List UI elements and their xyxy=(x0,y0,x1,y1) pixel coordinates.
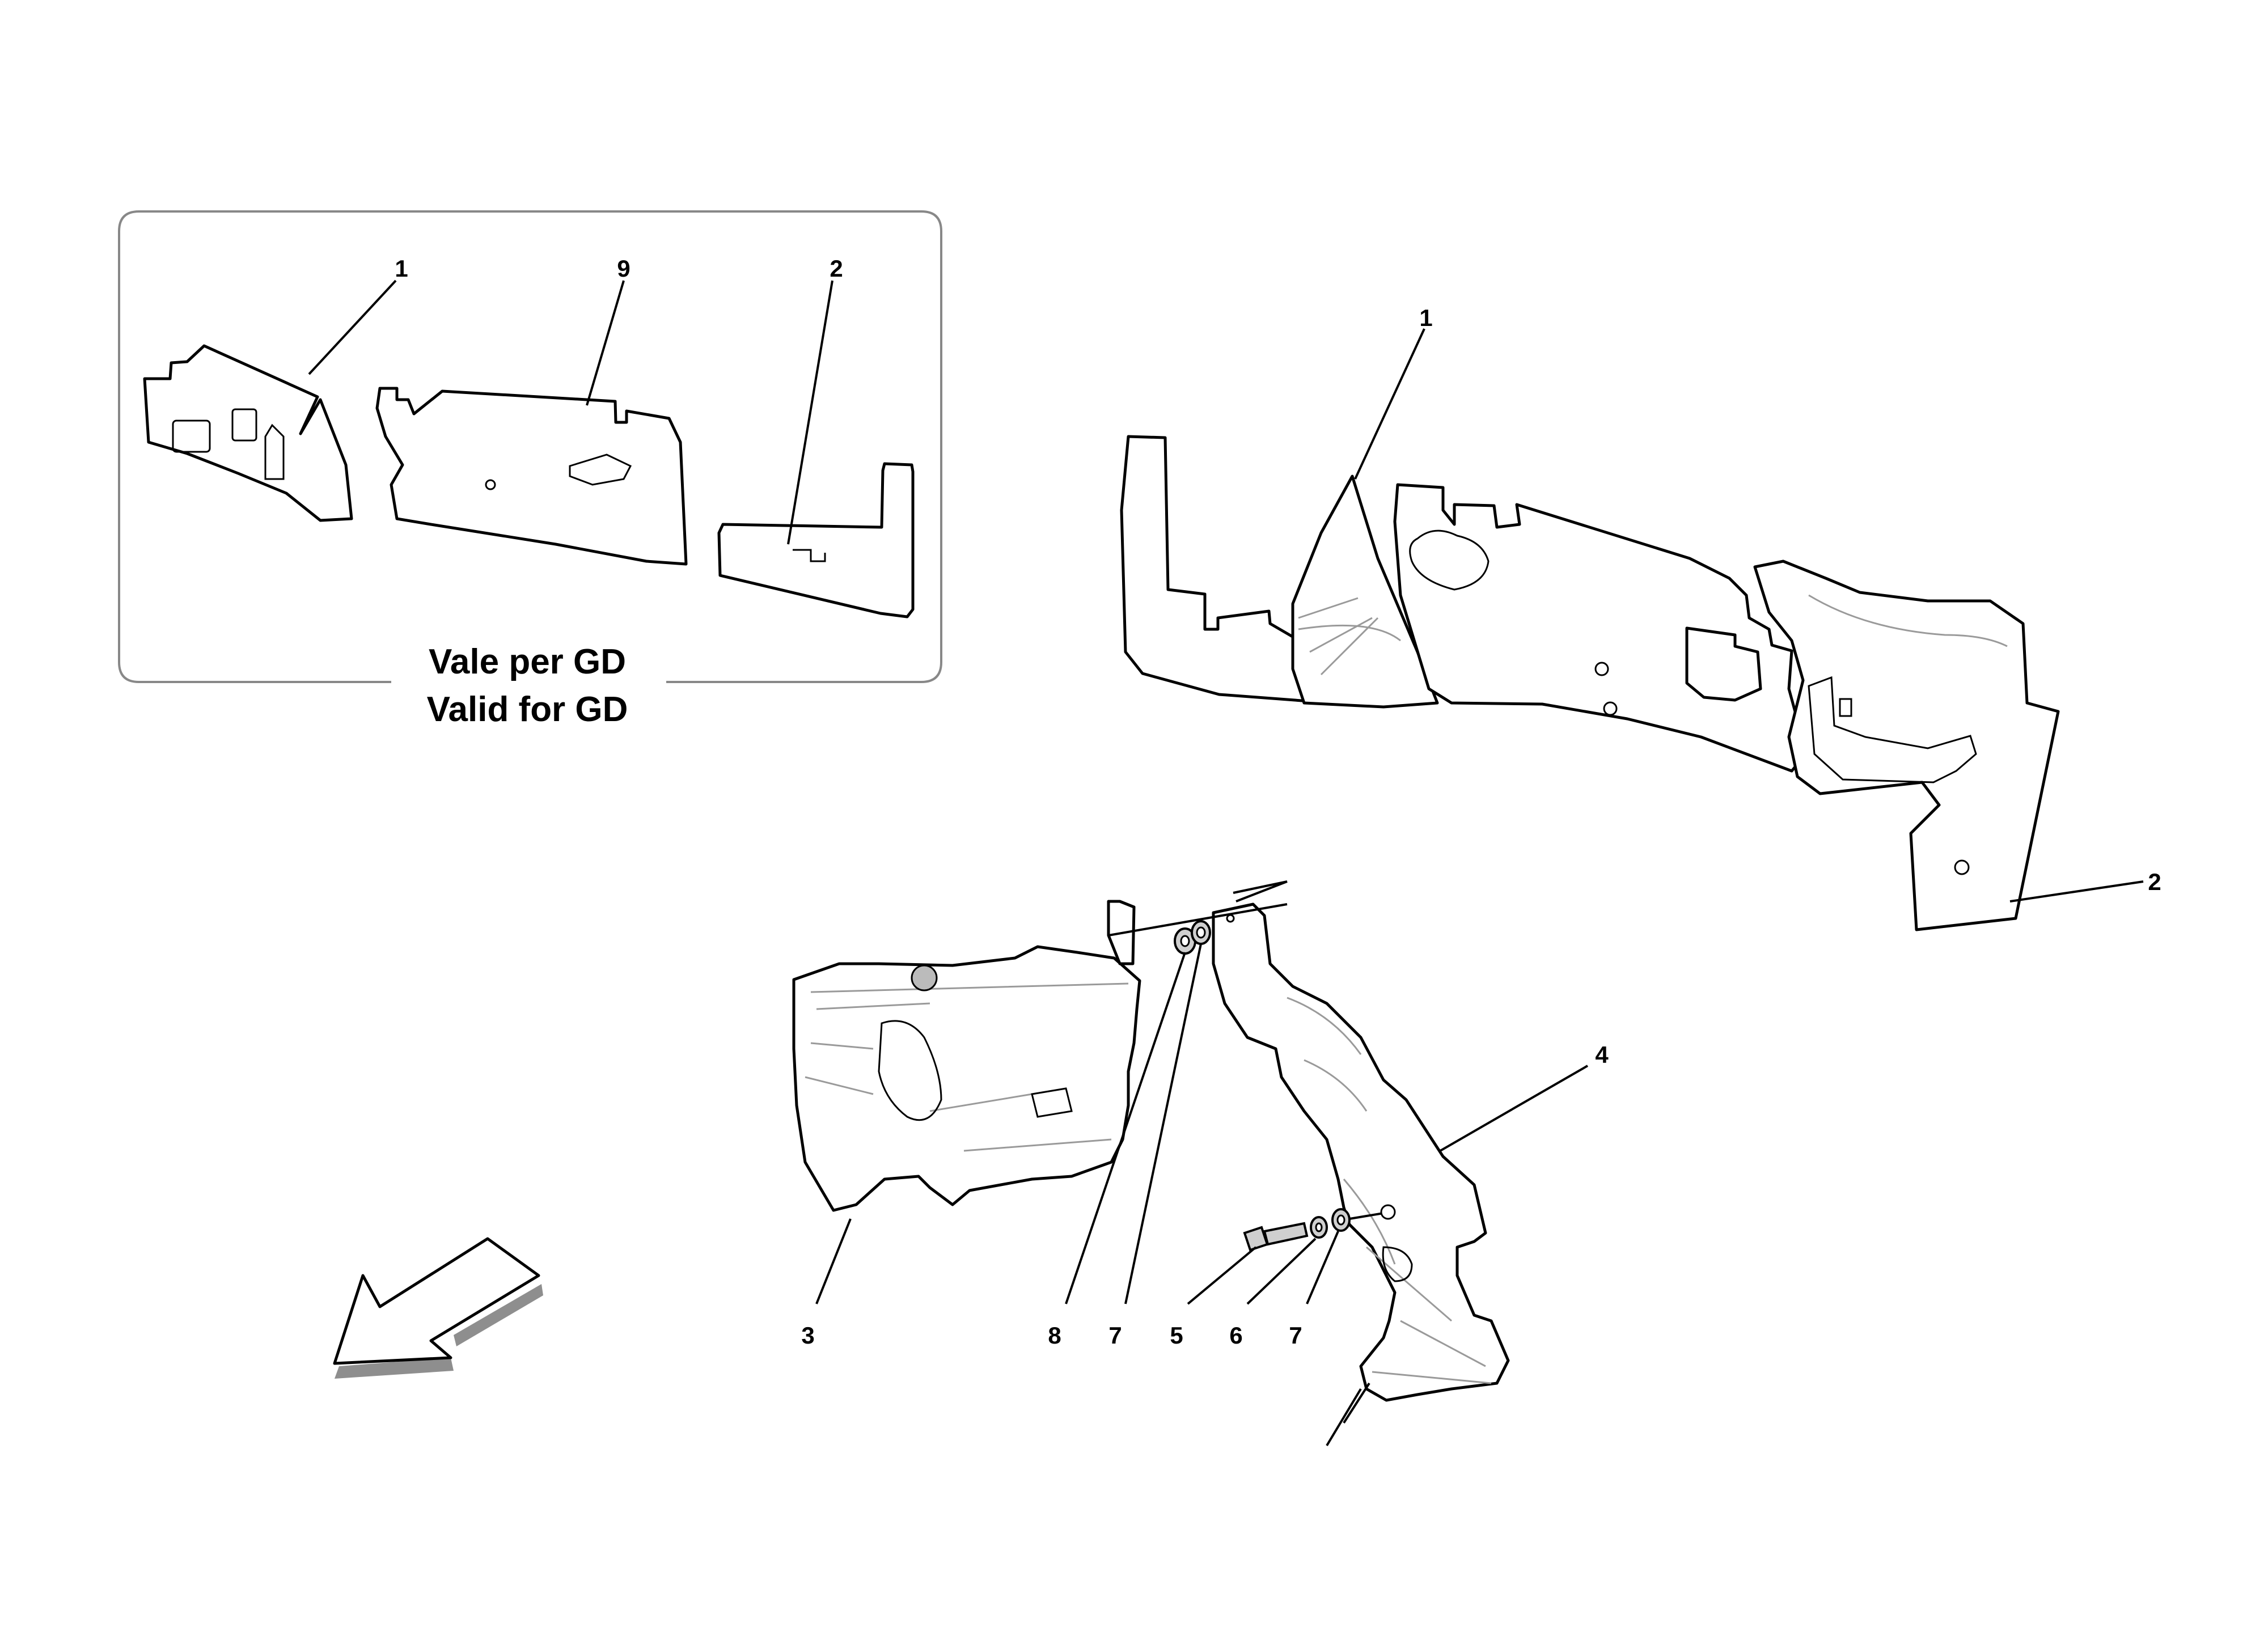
inset-caption-line2: Valid for GD xyxy=(427,690,628,729)
inset-callout-2: 2 xyxy=(830,255,843,282)
inset-callout-1: 1 xyxy=(395,255,408,282)
callout-part-5: 5 xyxy=(1170,1322,1183,1349)
inset-gd-variant: Vale per GD Valid for GD 1 9 2 xyxy=(118,210,942,729)
panel-left xyxy=(1120,435,1363,705)
panel-left-flap xyxy=(1291,474,1439,709)
inset-caption-line1: Vale per GD xyxy=(429,642,626,681)
lower-insulation-assembly: 3 4 8 7 5 6 7 xyxy=(792,880,1609,1447)
callout-part-3: 3 xyxy=(801,1322,814,1349)
callout-panel-right: 2 xyxy=(2148,868,2161,895)
callout-part-7-lower: 7 xyxy=(1289,1322,1302,1349)
main-top-panels: 1 2 xyxy=(1120,304,2161,931)
inset-frame xyxy=(118,210,942,683)
insulation-part-3 xyxy=(792,945,1141,1212)
insulation-part-4 xyxy=(1212,902,1510,1402)
panel-right xyxy=(1753,560,2060,931)
callout-part-7-upper: 7 xyxy=(1108,1322,1122,1349)
inset-part-9 xyxy=(375,387,688,566)
direction-arrow-icon xyxy=(333,1237,543,1379)
callout-part-6: 6 xyxy=(1229,1322,1242,1349)
screw-5 xyxy=(1243,1222,1309,1252)
callout-part-4: 4 xyxy=(1595,1041,1609,1068)
inset-part-2 xyxy=(717,462,915,618)
callout-part-8: 8 xyxy=(1048,1322,1061,1349)
inset-part-1 xyxy=(143,344,353,522)
inset-callout-9: 9 xyxy=(617,255,630,282)
callout-panel-left: 1 xyxy=(1419,304,1432,331)
panel-center xyxy=(1393,483,1822,773)
